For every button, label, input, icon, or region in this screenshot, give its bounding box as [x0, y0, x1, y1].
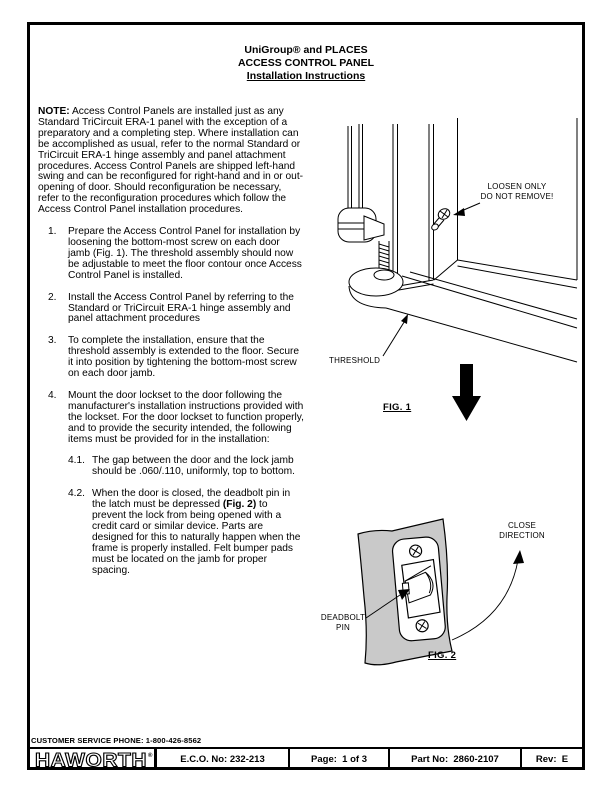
fig2-screw-top	[409, 545, 422, 558]
fig1-floor-lines	[434, 118, 577, 288]
fig1-loosen-label-line1: LOOSEN ONLY	[487, 182, 547, 191]
substep-4-1: 4.1. The gap between the door and the lo…	[68, 456, 304, 478]
fig1-clamp-bracket	[338, 208, 384, 242]
substep-text: When the door is closed, the deadbolt pi…	[92, 488, 304, 576]
page-border	[27, 22, 585, 770]
fig1-threshold-leader-arrow	[383, 314, 408, 356]
footer-title-block: HAWORTH ® E.C.O. No: 232-213 Page: 1 of …	[27, 747, 585, 772]
fig2-deadbolt-label-line1: DEADBOLT	[320, 613, 366, 622]
note-text: Access Control Panels are installed just…	[38, 106, 304, 216]
part-number-cell: Part No: 2860-2107	[390, 749, 522, 770]
doc-title-product: UniGroup® and PLACES	[244, 44, 368, 56]
step-number: 1.	[48, 226, 57, 238]
step-text: Prepare the Access Control Panel for ins…	[68, 226, 302, 281]
fig1-threshold-plate	[349, 272, 577, 362]
substep-number: 4.2.	[68, 488, 85, 500]
doc-title-panel: ACCESS CONTROL PANEL	[237, 57, 375, 69]
customer-service-phone: CUSTOMER SERVICE PHONE: 1-800-426-8562	[31, 736, 202, 745]
fig1-door-jamb	[393, 124, 434, 291]
fig2-drawing	[300, 512, 524, 712]
haworth-logo-cell: HAWORTH ®	[30, 749, 157, 772]
substep-text: The gap between the door and the lock ja…	[92, 455, 295, 478]
step-1: 1. Prepare the Access Control Panel for …	[38, 226, 304, 282]
fig2-deadbolt-label-line2: PIN	[336, 622, 350, 632]
step-2: 2. Install the Access Control Panel by r…	[38, 291, 304, 326]
fig2-deadbolt-leader-arrow	[366, 589, 410, 618]
fig1-down-arrow	[452, 364, 481, 421]
fig1-loosen-leader-arrow	[453, 203, 480, 216]
fig2-close-label-line2: DIRECTION	[499, 530, 545, 540]
fig1-caption: FIG. 1	[383, 402, 412, 413]
step-text: To complete the installation, ensure tha…	[68, 335, 300, 380]
fig1-adjustment-screw	[431, 207, 452, 232]
step-number: 4.	[48, 389, 57, 401]
fig1-loosen-label-line2: DO NOT REMOVE!	[480, 191, 554, 201]
fig1-loosen-label: LOOSEN ONLY DO NOT REMOVE!	[458, 182, 576, 201]
substep-text-post: to prevent the lock from being opened wi…	[92, 499, 301, 576]
substep-number: 4.1.	[68, 455, 85, 467]
step-number: 2.	[48, 291, 57, 303]
haworth-logo: HAWORTH ®	[34, 749, 153, 771]
fig2-close-direction-label: CLOSE DIRECTION	[487, 521, 557, 540]
note-paragraph: NOTE: Access Control Panels are installe…	[38, 106, 304, 216]
step-3: 3. To complete the installation, ensure …	[38, 335, 304, 380]
fig1-glide-foot	[349, 268, 403, 296]
substep-fig2-ref: (Fig. 2)	[222, 499, 257, 511]
step-text: Mount the door lockset to the door follo…	[68, 389, 304, 445]
fig1-threshold-label: THRESHOLD	[329, 356, 381, 365]
doc-title-subtitle: Installation Instructions	[246, 70, 366, 82]
step-4: 4. Mount the door lockset to the door fo…	[38, 389, 304, 446]
substep-text-pre: When the door is closed, the deadbolt pi…	[92, 488, 291, 511]
fig2-close-direction-arrow	[452, 550, 524, 640]
page-number-cell: Page: 1 of 3	[290, 749, 390, 770]
revision-cell: Rev: E	[535, 754, 569, 765]
eco-number-cell: E.C.O. No: 232-213	[157, 749, 290, 770]
title-block: UniGroup® and PLACES ACCESS CONTROL PANE…	[0, 44, 612, 83]
fig1-hinge-channel	[348, 124, 363, 208]
body-text-column: NOTE: Access Control Panels are installe…	[38, 106, 304, 577]
note-label: NOTE:	[38, 106, 70, 117]
fig2-screw-bottom	[416, 619, 429, 632]
haworth-logo-registered-mark: ®	[148, 752, 153, 759]
substep-4-2: 4.2. When the door is closed, the deadbo…	[68, 488, 304, 576]
substeps: 4.1. The gap between the door and the lo…	[68, 456, 304, 576]
fig1-drawing	[330, 110, 580, 421]
step-number: 3.	[48, 335, 57, 347]
fig2-caption: FIG. 2	[428, 650, 457, 661]
haworth-logo-text: HAWORTH	[35, 750, 147, 771]
step-text: Install the Access Control Panel by refe…	[68, 291, 294, 325]
fig2-deadbolt-pin-label: DEADBOLT PIN	[311, 613, 375, 632]
fig2-close-label-line1: CLOSE	[507, 521, 537, 530]
